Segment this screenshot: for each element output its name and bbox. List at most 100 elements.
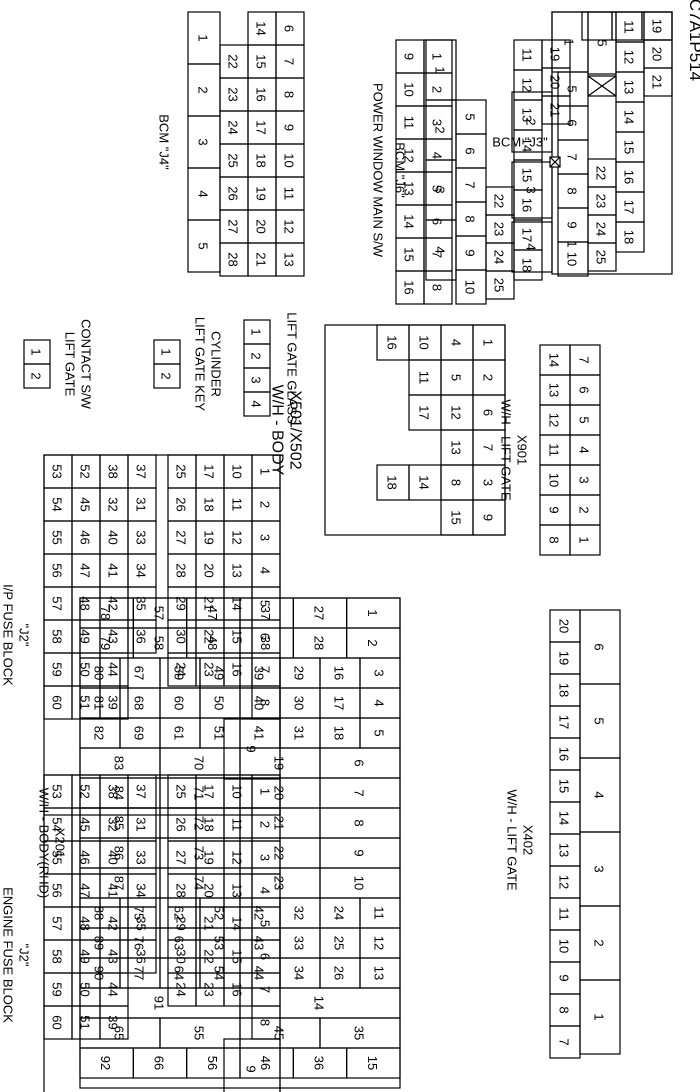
pin-number: 92 xyxy=(98,1056,113,1070)
pin-number: 6 xyxy=(430,218,445,225)
pin-number: 50 xyxy=(78,982,93,996)
pin-number: 15 xyxy=(622,140,637,154)
pin-number: 30 xyxy=(174,629,189,643)
pin-number: 7 xyxy=(577,356,592,363)
pin-number: 19 xyxy=(272,756,287,770)
pin-number: 5 xyxy=(595,39,610,46)
ip-fuse-block-label: I/P FUSE BLOCK xyxy=(1,584,16,686)
pin-number: 4 xyxy=(433,246,448,253)
pin-number: 17 xyxy=(254,120,269,134)
pin-number: 3 xyxy=(481,479,496,486)
pin-cell xyxy=(153,363,181,389)
pin-number: 31 xyxy=(292,726,307,740)
pin-number: 32 xyxy=(106,817,121,831)
pin-number: 2 xyxy=(249,352,264,359)
pin-number: 22 xyxy=(226,54,241,68)
pin-number: 6 xyxy=(258,633,273,640)
pin-number: 8 xyxy=(282,91,297,98)
pin-number: 44 xyxy=(106,662,121,676)
pin-number: 4 xyxy=(592,791,607,798)
pin-number: 3 xyxy=(433,186,448,193)
pin-number: 20 xyxy=(202,883,217,897)
pin-number: 27 xyxy=(174,530,189,544)
pin-number: 1 xyxy=(365,609,380,616)
pin-number: 53 xyxy=(50,784,65,798)
pin-number: 71 xyxy=(192,786,207,800)
pin-number: 13 xyxy=(520,108,535,122)
pin-number: 19 xyxy=(557,651,572,665)
pin-number: 53 xyxy=(50,464,65,478)
pin-number: 1 xyxy=(577,536,592,543)
pin-number: 11 xyxy=(547,443,562,457)
pin-number: 8 xyxy=(430,284,445,291)
pin-number: 25 xyxy=(332,936,347,950)
pin-number: 3 xyxy=(196,138,211,145)
pin-number: 54 xyxy=(212,966,227,980)
pin-number: 18 xyxy=(332,726,347,740)
pin-number: 15 xyxy=(557,779,572,793)
pin-number: 7 xyxy=(258,986,273,993)
pin-number: 43 xyxy=(252,936,267,950)
pin-cell xyxy=(187,219,221,273)
pin-number: 58 xyxy=(50,629,65,643)
pin-number: 7 xyxy=(352,789,367,796)
pin-number: 15 xyxy=(449,510,464,524)
pin-number: 16 xyxy=(230,662,245,676)
pin-number: 80 xyxy=(92,666,107,680)
pin-number: 28 xyxy=(226,252,241,266)
pin-number: 13 xyxy=(372,966,387,980)
pin-number: 10 xyxy=(557,939,572,953)
pin-number: 66 xyxy=(152,1056,167,1070)
pin-number: 6 xyxy=(592,643,607,650)
pin-number: 30 xyxy=(174,949,189,963)
pin-number: 5 xyxy=(577,416,592,423)
lift-gate-glass-label: LIFT GATE GLASS xyxy=(285,312,300,424)
pin-number: 21 xyxy=(650,75,665,89)
pin-number: 27 xyxy=(174,850,189,864)
pin-number: 2 xyxy=(258,501,273,508)
pin-number: 41 xyxy=(106,883,121,897)
pin-number: 51 xyxy=(78,1015,93,1029)
pin-number: 1 xyxy=(29,348,44,355)
pin-number: 12 xyxy=(402,148,417,162)
pin-number: 27 xyxy=(312,606,327,620)
pin-number: 9 xyxy=(547,506,562,513)
pin-number: 7 xyxy=(463,181,478,188)
pin-number: 19 xyxy=(548,47,563,61)
pin-number: 48 xyxy=(78,916,93,930)
pin-number: 6 xyxy=(565,119,580,126)
pin-number: 48 xyxy=(205,636,220,650)
pin-number: 50 xyxy=(212,696,227,710)
pin-number: 41 xyxy=(252,726,267,740)
pin-number: 12 xyxy=(372,936,387,950)
pin-number: 2 xyxy=(196,86,211,93)
pin-number: 10 xyxy=(230,464,245,478)
pin-number: 64 xyxy=(172,966,187,980)
pin-number: 14 xyxy=(547,353,562,367)
pin-number: 8 xyxy=(258,1019,273,1026)
pin-number: 11 xyxy=(622,20,637,34)
pin-number: 67 xyxy=(132,666,147,680)
pin-number: 12 xyxy=(520,78,535,92)
pin-number: 46 xyxy=(78,530,93,544)
pin-number: 3 xyxy=(372,669,387,676)
pin-cell xyxy=(243,391,271,417)
pin-number: 68 xyxy=(132,696,147,710)
pin-number: 19 xyxy=(202,850,217,864)
pin-number: 18 xyxy=(202,497,217,511)
pin-cell xyxy=(376,324,410,361)
pin-number: 9 xyxy=(481,514,496,521)
pin-number: 32 xyxy=(106,497,121,511)
pin-cell xyxy=(376,464,410,501)
pin-cell xyxy=(557,241,589,277)
pin-number: 11 xyxy=(402,116,417,130)
x901-label: W/H - LIFT GATE xyxy=(499,399,514,501)
pin-number: 21 xyxy=(272,816,287,830)
pin-number: 74 xyxy=(192,876,207,890)
x201-label: X201 xyxy=(53,828,68,858)
pin-number: 23 xyxy=(226,87,241,101)
pin-number: 75 xyxy=(132,906,147,920)
power-window-main-sw-label: POWER WINDOW MAIN S/W xyxy=(371,83,386,258)
pin-number: 26 xyxy=(226,186,241,200)
pin-number: 31 xyxy=(134,497,149,511)
